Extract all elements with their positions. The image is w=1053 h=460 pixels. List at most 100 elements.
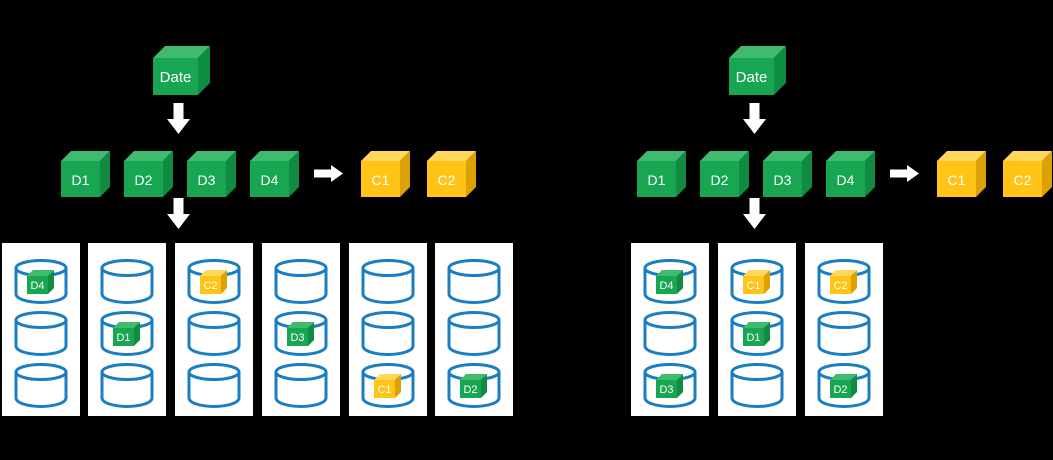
- cube-top-face: [187, 151, 236, 161]
- stored-cube-d2: D2: [460, 374, 487, 398]
- disk-slot: [186, 310, 242, 356]
- right-arrow-icon: [890, 165, 919, 182]
- cube-side-face: [802, 151, 812, 197]
- cube-top-face: [1003, 151, 1052, 161]
- cube-top-face: [937, 151, 986, 161]
- cache-cube-c2: C2: [427, 151, 476, 197]
- cube-front-face: [826, 161, 865, 197]
- cylinder-body: [817, 320, 871, 356]
- cube-label: D4: [659, 280, 673, 292]
- right-arrow-shape: [314, 165, 343, 182]
- cube-side-face: [677, 374, 683, 398]
- cylinder-top: [643, 311, 697, 329]
- cube-top-face: [61, 151, 110, 161]
- disk-slot: [360, 310, 416, 356]
- database-cylinder-icon: [187, 311, 241, 356]
- cube-label: C2: [203, 280, 217, 292]
- disk-slot: D3: [642, 362, 698, 408]
- cache-cube-c1: C1: [937, 151, 986, 197]
- disk-slot: C1: [360, 362, 416, 408]
- cube-top-face: [287, 322, 314, 328]
- disk-slot: [729, 362, 785, 408]
- cube-top-face: [124, 151, 173, 161]
- cylinder-top: [14, 311, 68, 329]
- cube-top-face: [200, 270, 227, 276]
- cube-front-face: [113, 328, 134, 346]
- cube-label: D3: [659, 384, 673, 396]
- cube-top-face: [700, 151, 749, 161]
- cube-side-face: [976, 151, 986, 197]
- cube-label: D1: [746, 332, 760, 344]
- database-cylinder-icon: [274, 363, 328, 408]
- stored-cube-d1: D1: [743, 322, 770, 346]
- cube-side-face: [865, 151, 875, 197]
- cube-top-face: [763, 151, 812, 161]
- cylinder-top: [187, 311, 241, 329]
- disk-slot: [99, 258, 155, 304]
- cylinder-body: [100, 268, 154, 304]
- right-arrow-shape: [890, 165, 919, 182]
- cube-front-face: [743, 276, 764, 294]
- cube-top-face: [153, 46, 210, 58]
- cube-front-face: [250, 161, 289, 197]
- cube-label: D2: [711, 172, 729, 188]
- cube-side-face: [466, 151, 476, 197]
- cylinder-body: [14, 372, 68, 408]
- database-cylinder-icon: [361, 311, 415, 356]
- stored-cube-c2: C2: [830, 270, 857, 294]
- database-cylinder-icon: [643, 311, 697, 356]
- database-cylinder-icon: [730, 363, 784, 408]
- cube-front-face: [361, 161, 400, 197]
- dimension-cube-d4: D4: [826, 151, 875, 197]
- disk-slot: [446, 310, 502, 356]
- cube-side-face: [774, 46, 786, 95]
- cube-top-face: [427, 151, 476, 161]
- storage-node: D2: [435, 243, 513, 416]
- down-arrow-shape: [167, 103, 190, 134]
- cube-top-face: [27, 270, 54, 276]
- cube-top-face: [729, 46, 786, 58]
- cube-side-face: [226, 151, 236, 197]
- cube-side-face: [851, 374, 857, 398]
- disk-slot: [642, 310, 698, 356]
- cylinder-top: [100, 259, 154, 277]
- cube-top-face: [460, 374, 487, 380]
- cube-side-face: [395, 374, 401, 398]
- disk-slot: [13, 362, 69, 408]
- disk-slot: D4: [13, 258, 69, 304]
- cube-top-face: [250, 151, 299, 161]
- cylinder-body: [14, 320, 68, 356]
- disk-slot: C1: [729, 258, 785, 304]
- cube-front-face: [61, 161, 100, 197]
- cube-label: C1: [372, 172, 390, 188]
- cylinder-top: [100, 363, 154, 381]
- disk-slot: [816, 310, 872, 356]
- cube-front-face: [200, 276, 221, 294]
- database-cylinder-icon: [274, 259, 328, 304]
- database-cylinder-icon: [14, 363, 68, 408]
- storage-node: D3: [262, 243, 340, 416]
- disk-slot: C2: [186, 258, 242, 304]
- cube-label: C1: [948, 172, 966, 188]
- cube-label: D2: [463, 384, 477, 396]
- cube-side-face: [677, 270, 683, 294]
- cube-top-face: [830, 270, 857, 276]
- dimension-cube-d2: D2: [700, 151, 749, 197]
- cube-top-face: [361, 151, 410, 161]
- cube-label: D4: [30, 280, 44, 292]
- cube-side-face: [48, 270, 54, 294]
- cube-front-face: [729, 58, 774, 95]
- cube-side-face: [676, 151, 686, 197]
- storage-node: D4: [2, 243, 80, 416]
- cube-top-face: [637, 151, 686, 161]
- disk-slot: [446, 258, 502, 304]
- disk-slot: D4: [642, 258, 698, 304]
- cylinder-body: [447, 320, 501, 356]
- cube-side-face: [134, 322, 140, 346]
- cylinder-top: [447, 311, 501, 329]
- database-cylinder-icon: [100, 259, 154, 304]
- cube-side-face: [289, 151, 299, 197]
- cylinder-body: [274, 268, 328, 304]
